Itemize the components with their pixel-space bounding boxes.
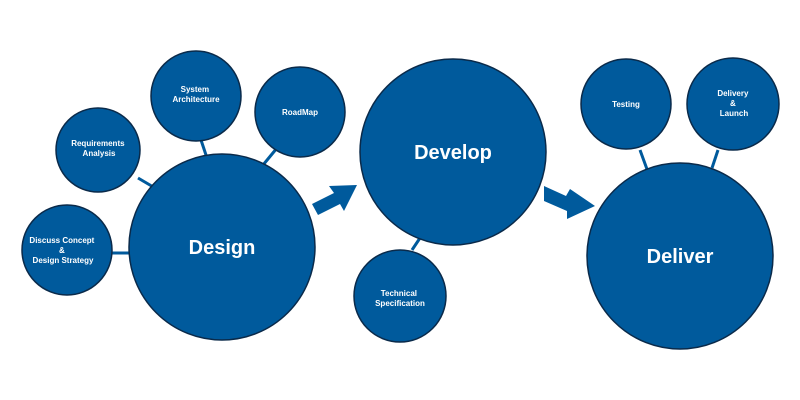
testing-label: Testing <box>612 100 640 109</box>
design-label: Design <box>189 237 256 259</box>
testing-node <box>580 58 672 150</box>
system-architecture-node <box>150 50 242 142</box>
roadmap-label: RoadMap <box>282 108 318 117</box>
discuss-concept-node <box>21 204 113 296</box>
arrow-design-to-develop-icon <box>312 185 357 215</box>
connector-delivery-deliver <box>710 149 720 169</box>
deliver-label: Deliver <box>647 246 714 268</box>
develop-node <box>359 58 547 246</box>
requirements-analysis-node <box>55 107 141 193</box>
develop-label: Develop <box>414 142 492 164</box>
technical-specification-node <box>353 249 447 343</box>
system-architecture-label: System Architecture <box>172 85 220 104</box>
requirements-analysis-label: Requirements Analysis <box>71 139 127 158</box>
arrow-develop-to-deliver-icon <box>544 186 595 219</box>
discuss-concept-label: Discuss Concept & Design Strategy <box>29 236 96 265</box>
connector-techspec-develop <box>410 237 422 251</box>
connector-roadmap-design <box>261 147 279 166</box>
technical-specification-label: Technical Specification <box>375 289 425 308</box>
delivery-launch-label: Delivery & Launch <box>717 89 750 118</box>
delivery-launch-node <box>686 57 780 151</box>
design-node <box>128 153 316 341</box>
roadmap-node <box>254 66 346 158</box>
connector-testing-deliver <box>638 149 650 173</box>
deliver-node <box>586 162 774 350</box>
